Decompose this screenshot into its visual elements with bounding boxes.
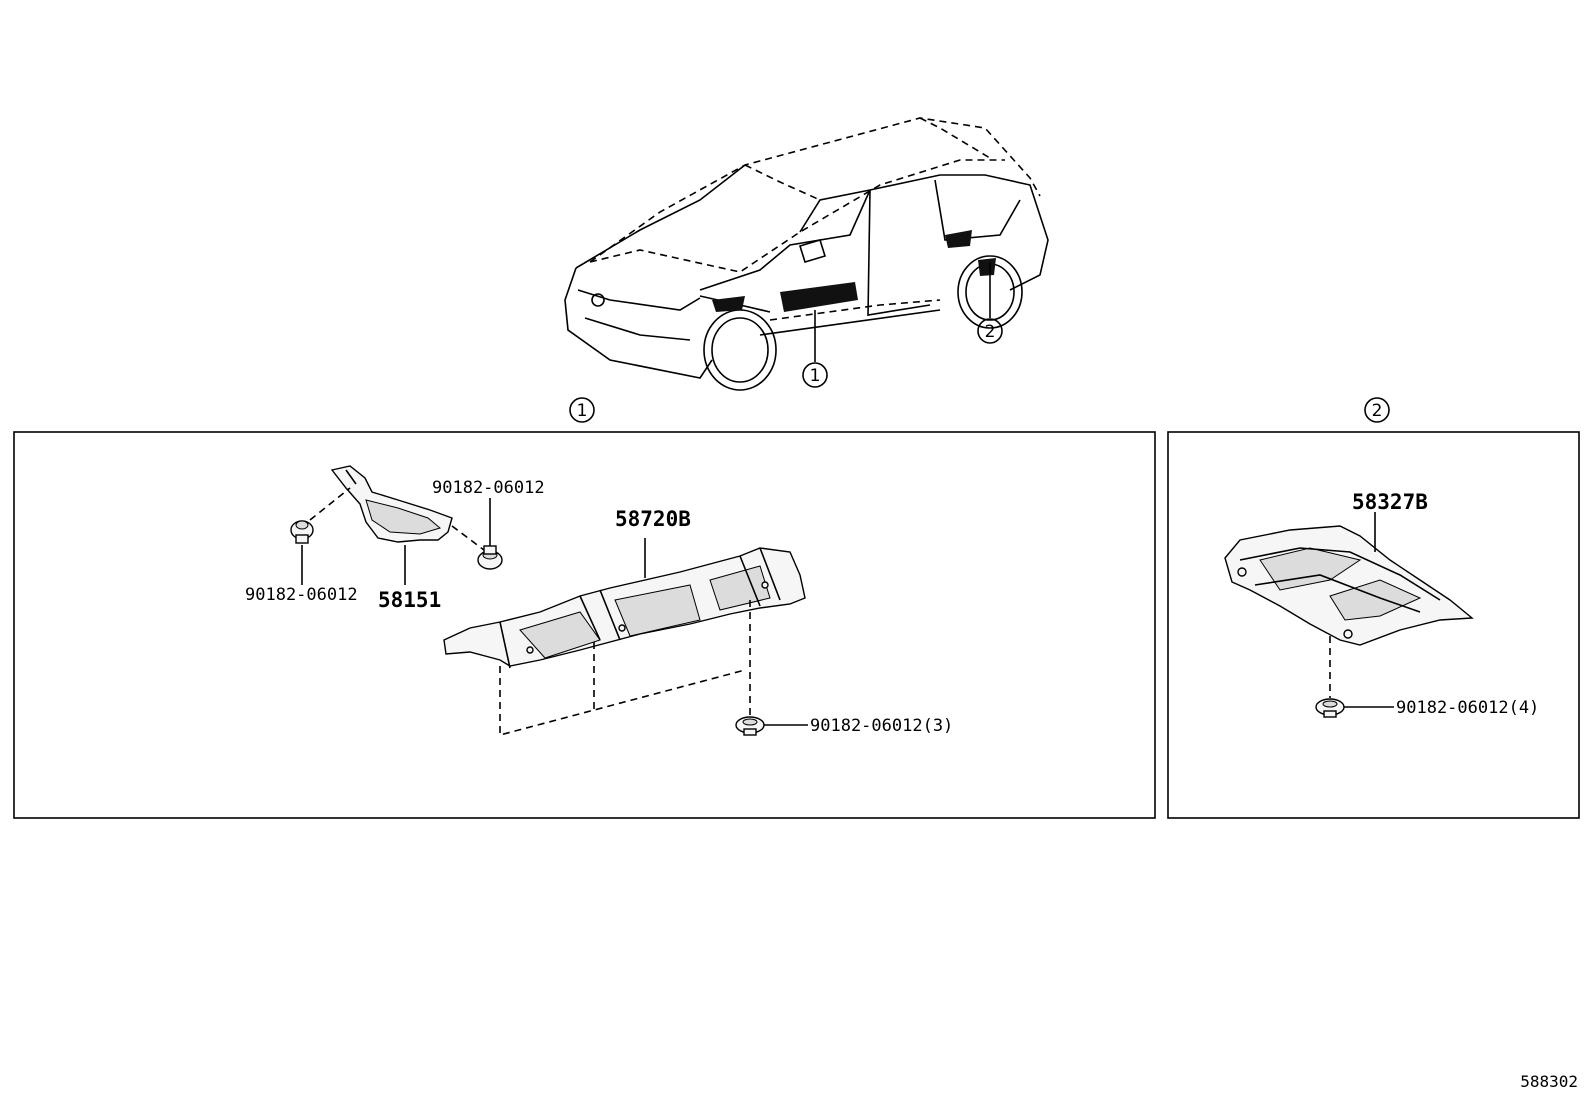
clip-bottom bbox=[735, 716, 765, 736]
callout-2-header: 2 bbox=[1364, 397, 1390, 423]
label-clip-bottom: 90182-06012(3) bbox=[810, 716, 953, 736]
callout-1-car: 1 bbox=[802, 362, 828, 388]
vehicle-overview: 1 2 bbox=[564, 117, 1049, 391]
label-58720b: 58720B bbox=[615, 507, 691, 531]
svg-text:1: 1 bbox=[810, 366, 821, 386]
callout-2-car: 2 bbox=[977, 318, 1003, 344]
highlight-area-1 bbox=[780, 282, 858, 312]
svg-text:2: 2 bbox=[985, 322, 996, 342]
label-clip-panel-2: 90182-06012(4) bbox=[1396, 698, 1539, 718]
heat-insulator-58151 bbox=[330, 465, 453, 543]
svg-text:1: 1 bbox=[577, 401, 588, 421]
callout-1-header: 1 bbox=[569, 397, 595, 423]
label-58327b: 58327B bbox=[1352, 490, 1428, 514]
panel-1-frame bbox=[13, 431, 1156, 819]
clip-panel-2 bbox=[1315, 698, 1345, 718]
label-58151: 58151 bbox=[378, 588, 441, 612]
heat-insulator-58720b bbox=[443, 547, 806, 669]
diagram-reference-code: 588302 bbox=[1520, 1072, 1578, 1091]
clip-left bbox=[290, 520, 314, 544]
panel-2-frame bbox=[1167, 431, 1580, 819]
heat-insulator-58327b bbox=[1224, 525, 1474, 646]
label-clip-left: 90182-06012 bbox=[245, 585, 358, 605]
highlight-area-2 bbox=[945, 230, 972, 248]
svg-text:2: 2 bbox=[1372, 401, 1383, 421]
label-clip-right: 90182-06012 bbox=[432, 478, 545, 498]
highlight-area-1b bbox=[712, 296, 745, 312]
clip-right bbox=[477, 545, 503, 570]
